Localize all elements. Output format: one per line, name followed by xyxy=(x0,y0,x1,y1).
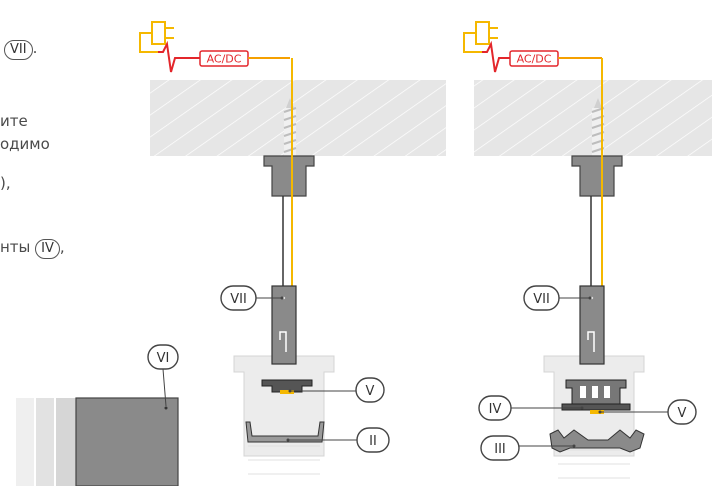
suspension-body-vii-right xyxy=(579,285,605,365)
plug-icon-right xyxy=(463,21,498,53)
right-assembly: AC/DC xyxy=(463,21,712,479)
left-assembly: AC/DC xyxy=(139,21,446,475)
instruction-line-2: ите xyxy=(0,112,28,130)
callout-vii: VII xyxy=(220,285,284,311)
callout-ii: II xyxy=(286,427,390,453)
svg-text:III: III xyxy=(494,442,506,457)
svg-text:VII: VII xyxy=(533,292,550,307)
instruction-line-4: ), xyxy=(0,174,11,192)
instruction-line-1: VII. xyxy=(4,38,37,60)
svg-text:II: II xyxy=(369,434,377,449)
ac-dc-adapter: AC/DC xyxy=(199,50,249,67)
callout-v-left: V xyxy=(288,377,385,403)
suspension-body-vii xyxy=(271,285,297,365)
led-holder-v xyxy=(261,379,313,394)
callout-iv: IV xyxy=(478,395,584,421)
svg-text:VI: VI xyxy=(157,351,170,366)
svg-text:IV: IV xyxy=(489,402,502,417)
ac-dc-label-right: AC/DC xyxy=(517,53,552,66)
ceiling-bracket xyxy=(263,155,315,197)
power-cable-red-right xyxy=(482,40,510,73)
svg-text:VII: VII xyxy=(230,292,247,307)
ac-dc-adapter-right: AC/DC xyxy=(509,50,559,67)
callout-vii-right: VII xyxy=(523,285,592,311)
instruction-line-5: нты IV, xyxy=(0,237,65,259)
label-vii-inline: VII xyxy=(4,40,33,60)
mounting-clip-iv xyxy=(561,379,631,414)
svg-text:V: V xyxy=(678,406,687,421)
svg-text:V: V xyxy=(366,384,375,399)
label-iv-inline: IV xyxy=(35,239,60,259)
callout-v-right: V xyxy=(598,399,697,425)
diffuser-ii xyxy=(245,421,325,443)
wall-panel-vi: VI xyxy=(16,344,179,486)
ceiling-bracket-right xyxy=(571,155,623,197)
ac-dc-label: AC/DC xyxy=(207,53,242,66)
plug-icon xyxy=(139,21,174,53)
power-cable-red xyxy=(158,40,200,73)
instruction-line-3: одимо xyxy=(0,135,50,153)
callout-iii: III xyxy=(480,435,576,461)
